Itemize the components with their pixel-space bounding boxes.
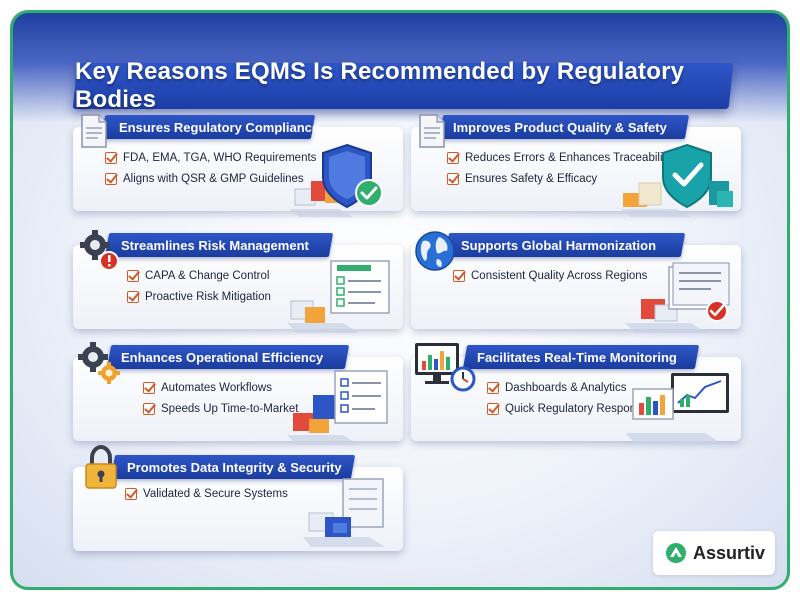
- card-bullets: FDA, EMA, TGA, WHO Requirements Aligns w…: [105, 147, 316, 189]
- checkbox-icon: [143, 402, 155, 415]
- checklist-illustration: [287, 260, 390, 333]
- list-item: FDA, EMA, TGA, WHO Requirements: [105, 147, 316, 168]
- bullet-text: Aligns with QSR & GMP Guidelines: [123, 172, 304, 185]
- card-data-integrity: Promotes Data Integrity & Security Valid…: [73, 445, 403, 551]
- gear-alert-icon: [80, 230, 119, 271]
- bullet-text: FDA, EMA, TGA, WHO Requirements: [123, 151, 317, 164]
- card-bullets: Automates Workflows Speeds Up Time-to-Ma…: [143, 377, 298, 419]
- card-title: Improves Product Quality & Safety: [453, 119, 667, 135]
- card-product-quality: Improves Product Quality & Safety Reduce…: [411, 114, 741, 217]
- checkbox-icon: [105, 151, 117, 164]
- list-item: Automates Workflows: [143, 377, 298, 398]
- checklist-illustration: [287, 370, 388, 445]
- bullet-text: Consistent Quality Across Regions: [471, 269, 648, 282]
- card-bullets: CAPA & Change Control Proactive Risk Mit…: [127, 265, 271, 307]
- card-title: Facilitates Real-Time Monitoring: [477, 349, 677, 365]
- monitor-clock-icon: [415, 343, 476, 392]
- card-operational-efficiency: Enhances Operational Efficiency Automate…: [73, 342, 403, 445]
- card-title: Promotes Data Integrity & Security: [127, 459, 342, 475]
- shield-check-illustration: [621, 143, 733, 217]
- brand-logo: Assurtiv: [653, 531, 775, 575]
- list-item: CAPA & Change Control: [127, 265, 271, 286]
- list-item: Ensures Safety & Efficacy: [447, 168, 671, 189]
- padlock-icon: [85, 445, 117, 489]
- card-risk-management: Streamlines Risk Management CAPA & Chang…: [73, 230, 403, 333]
- bullet-text: Automates Workflows: [161, 381, 272, 394]
- list-item: Reduces Errors & Enhances Traceability: [447, 147, 671, 168]
- card-bullets: Consistent Quality Across Regions: [453, 265, 647, 286]
- server-blocks-illustration: [303, 478, 385, 547]
- card-title: Streamlines Risk Management: [121, 237, 309, 253]
- card-regulatory-compliance: Ensures Regulatory Compliance FDA, EMA, …: [73, 114, 403, 217]
- list-item: Validated & Secure Systems: [125, 483, 288, 504]
- bullet-text: Speeds Up Time-to-Market: [161, 402, 299, 415]
- globe-icon: [415, 231, 455, 271]
- list-item: Consistent Quality Across Regions: [453, 265, 647, 286]
- card-title: Ensures Regulatory Compliance: [119, 119, 320, 135]
- bullet-text: Dashboards & Analytics: [505, 381, 627, 394]
- list-item: Aligns with QSR & GMP Guidelines: [105, 168, 316, 189]
- checkbox-icon: [143, 381, 155, 394]
- assurtiv-logo-icon: [666, 543, 686, 563]
- bullet-text: CAPA & Change Control: [145, 269, 270, 282]
- checkbox-icon: [127, 290, 139, 303]
- gears-icon: [78, 342, 120, 384]
- checkbox-icon: [453, 269, 465, 282]
- checkbox-icon: [125, 487, 137, 500]
- page-title: Key Reasons EQMS Is Recommended by Regul…: [75, 58, 685, 113]
- checkbox-icon: [487, 402, 499, 415]
- checkbox-icon: [447, 151, 459, 164]
- card-global-harmonization: Supports Global Harmonization Consistent…: [411, 231, 741, 333]
- document-check-illustration: [625, 262, 730, 333]
- monitor-charts-illustration: [625, 373, 729, 443]
- checkbox-icon: [487, 381, 499, 394]
- checkbox-icon: [127, 269, 139, 282]
- list-item: Dashboards & Analytics: [487, 377, 648, 398]
- bullet-text: Quick Regulatory Response: [505, 402, 649, 415]
- card-real-time-monitoring: Facilitates Real-Time Monitoring Dashboa…: [411, 343, 741, 443]
- checkbox-icon: [447, 172, 459, 185]
- document-icon: [81, 114, 107, 148]
- bullet-text: Proactive Risk Mitigation: [145, 290, 271, 303]
- infographic-frame: Key Reasons EQMS Is Recommended by Regul…: [10, 10, 790, 590]
- bullet-text: Ensures Safety & Efficacy: [465, 172, 598, 185]
- bullet-text: Reduces Errors & Enhances Traceability: [465, 151, 672, 164]
- list-item: Speeds Up Time-to-Market: [143, 398, 298, 419]
- card-bullets: Dashboards & Analytics Quick Regulatory …: [487, 377, 648, 419]
- card-title: Supports Global Harmonization: [461, 237, 657, 253]
- document-icon: [419, 114, 445, 148]
- list-item: Quick Regulatory Response: [487, 398, 648, 419]
- card-bullets: Reduces Errors & Enhances Traceability E…: [447, 147, 671, 189]
- brand-name: Assurtiv: [693, 542, 766, 563]
- card-bullets: Validated & Secure Systems: [125, 483, 288, 504]
- card-title: Enhances Operational Efficiency: [121, 349, 324, 365]
- checkbox-icon: [105, 172, 117, 185]
- shield-check-illustration: [289, 143, 383, 217]
- list-item: Proactive Risk Mitigation: [127, 286, 271, 307]
- bullet-text: Validated & Secure Systems: [143, 487, 288, 500]
